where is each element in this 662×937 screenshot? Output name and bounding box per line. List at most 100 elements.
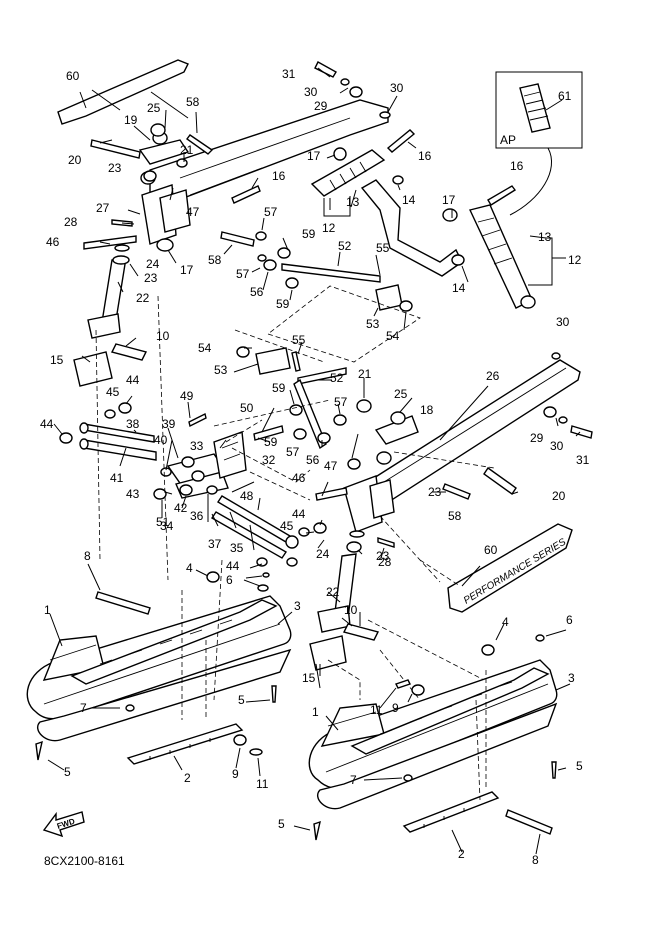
callout-c23a: 23	[108, 161, 122, 175]
callout-c9b: 9	[232, 767, 239, 781]
callout-c5d: 5	[278, 817, 285, 831]
callout-c12b: 12	[568, 253, 582, 267]
callout-c8b: 8	[532, 853, 539, 867]
callout-c44d: 44	[226, 559, 240, 573]
callout-c20b: 20	[552, 489, 566, 503]
callout-c47a: 47	[186, 205, 200, 219]
callout-c4a: 4	[186, 561, 193, 575]
callout-c44b: 44	[40, 417, 54, 431]
callout-c22a: 22	[136, 291, 150, 305]
callout-c45b: 45	[280, 519, 294, 533]
callout-c17a: 17	[307, 149, 321, 163]
callout-c59d: 59	[264, 435, 278, 449]
callout-c45a: 45	[106, 385, 120, 399]
callout-c57a: 57	[264, 205, 278, 219]
callout-c30c: 30	[556, 315, 570, 329]
callout-c57b: 57	[236, 267, 250, 281]
callout-c44a: 44	[126, 373, 140, 387]
callout-c44c: 44	[292, 507, 306, 521]
callout-c59a: 59	[302, 227, 316, 241]
callout-c34: 34	[160, 519, 174, 533]
callout-c58a: 58	[186, 95, 200, 109]
skis-assembly: FWD	[26, 559, 571, 855]
callout-c8a: 8	[84, 549, 91, 563]
fwd-arrow-icon	[42, 811, 85, 838]
callout-c43: 43	[126, 487, 140, 501]
callout-c18: 18	[420, 403, 434, 417]
callout-c51: 51	[156, 515, 170, 529]
callout-c29b: 29	[530, 431, 544, 445]
callout-c54b: 54	[198, 341, 212, 355]
callout-c46b: 46	[292, 471, 306, 485]
callout-c26: 26	[486, 369, 500, 383]
callout-c57d: 57	[286, 445, 300, 459]
callout-c2a: 2	[184, 771, 191, 785]
callout-c42: 42	[174, 501, 188, 515]
callout-c30d: 30	[550, 439, 564, 453]
callout-c38: 38	[126, 417, 140, 431]
callout-c11b: 11	[256, 777, 269, 791]
callout-c58c: 58	[448, 509, 462, 523]
callout-c24a: 24	[146, 257, 160, 271]
callout-c29a: 29	[314, 99, 328, 113]
callout-c10b: 10	[344, 603, 358, 617]
callout-c28b: 28	[378, 555, 392, 569]
callout-c50: 50	[240, 401, 254, 415]
callout-c15b: 15	[302, 671, 316, 685]
callout-c21b: 21	[358, 367, 372, 381]
callout-c52b: 52	[330, 371, 344, 385]
callout-c56b: 56	[306, 453, 320, 467]
callout-c37: 37	[208, 537, 222, 551]
callout-c7a: 7	[80, 701, 87, 715]
callout-c58b: 58	[208, 253, 222, 267]
callout-c36: 36	[190, 509, 204, 523]
callout-c16c: 16	[510, 159, 524, 173]
callout-c57c: 57	[334, 395, 348, 409]
callout-c10a: 10	[156, 329, 170, 343]
callout-c59b: 59	[276, 297, 290, 311]
callout-c5b: 5	[64, 765, 71, 779]
callout-c13b: 13	[538, 230, 552, 244]
callout-c11a: 11	[370, 703, 383, 717]
callout-c56a: 56	[250, 285, 264, 299]
callout-c21a: 21	[180, 143, 194, 157]
callout-c16a: 16	[418, 149, 432, 163]
callout-c61: 61	[558, 89, 572, 103]
callout-c53b: 53	[214, 363, 228, 377]
callout-c5c: 5	[576, 759, 583, 773]
callout-c23d: 23	[376, 549, 390, 563]
callout-c40: 40	[154, 433, 168, 447]
callout-c48: 48	[240, 489, 254, 503]
callout-c1b: 1	[312, 705, 319, 719]
callout-c24b: 24	[316, 547, 330, 561]
callout-c16b: 16	[272, 169, 286, 183]
callout-c2b: 2	[458, 847, 465, 861]
callout-c49: 49	[180, 389, 194, 403]
callout-c20a: 20	[68, 153, 82, 167]
callout-c32: 32	[262, 453, 276, 467]
callout-c12a: 12	[322, 221, 336, 235]
callout-c23c: 23	[428, 485, 442, 499]
callout-c3b: 3	[568, 671, 575, 685]
callout-c17c: 17	[180, 263, 194, 277]
callout-c14b: 14	[452, 281, 466, 295]
callout-c30a: 30	[304, 85, 318, 99]
callout-c31b: 31	[576, 453, 590, 467]
callout-c17b: 17	[442, 193, 456, 207]
callout-c46a: 46	[46, 235, 60, 249]
callout-c25a: 25	[147, 101, 161, 115]
callout-c23b: 23	[144, 271, 158, 285]
callout-c47b: 47	[324, 459, 338, 473]
callout-c9a: 9	[392, 701, 399, 715]
diagram-part-code: 8CX2100-8161	[44, 854, 125, 868]
callout-c7b: 7	[350, 773, 357, 787]
callout-c41: 41	[110, 471, 124, 485]
callout-c19: 19	[124, 113, 138, 127]
callout-c14a: 14	[402, 193, 416, 207]
callout-c55b: 55	[292, 333, 306, 347]
callout-c22b: 22	[326, 585, 340, 599]
callout-c53a: 53	[366, 317, 380, 331]
callout-c33: 33	[190, 439, 204, 453]
